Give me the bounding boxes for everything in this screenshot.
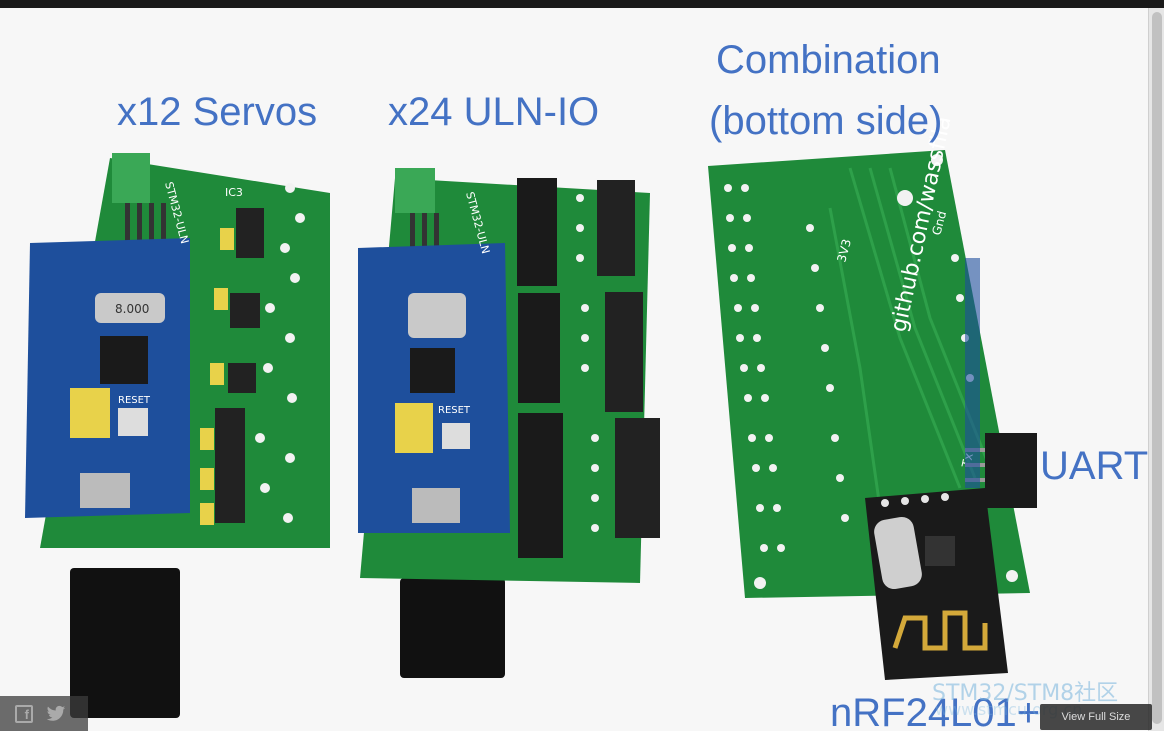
combination-board-pcb [708, 150, 1030, 598]
reset-button [118, 408, 148, 436]
uln-board-connector [400, 578, 505, 678]
view-full-size-button[interactable]: View Full Size [1040, 704, 1152, 730]
nrf-crystal [874, 516, 922, 590]
servo-board-mcu [100, 336, 148, 384]
twitter-icon [46, 705, 66, 721]
ic3-label: IC3 [225, 186, 243, 199]
uln-board-crystal [408, 293, 466, 338]
nrf-chip [925, 536, 955, 566]
caption-servos: x12 Servos [117, 90, 318, 134]
uln-chip-1 [517, 178, 557, 286]
servo-board-crystal [95, 293, 165, 323]
servo-board-terminal [112, 153, 150, 203]
uln-board: RESET STM32-ULN [358, 168, 660, 678]
crystal-label: 8.000 [115, 302, 149, 316]
reset-button-2 [442, 423, 470, 449]
uln-chip-3 [518, 413, 563, 558]
reset-label-1: RESET [118, 395, 151, 406]
photo-three-boards: 8.000 RESET [0, 8, 1148, 731]
uart-header [985, 433, 1037, 508]
caption-combination: Combination [716, 38, 941, 82]
facebook-share-button[interactable]: f [14, 704, 34, 724]
caption-bottom-side: (bottom side) [709, 99, 943, 143]
uln-board-jumpers [395, 403, 433, 453]
uln-board-terminal [395, 168, 435, 213]
boards-illustration: 8.000 RESET [25, 114, 1037, 718]
uln-chip-2 [518, 293, 560, 403]
share-bar: f [0, 696, 88, 731]
scrollbar-thumb[interactable] [1152, 12, 1162, 724]
label-gnd: Gnd [929, 209, 949, 236]
caption-uart: UART [1040, 444, 1148, 488]
reset-label-2: RESET [438, 405, 471, 416]
uln-board-usb [412, 488, 460, 523]
servo-board-jumpers [70, 388, 110, 438]
label-3v3: 3V3 [834, 237, 854, 263]
combination-board: 3V3 Gnd github.com/wassfila Tx [708, 114, 1037, 680]
caption-nrf24l01: nRF24L01+ [830, 691, 1041, 731]
watermark-line-1: STM32/STM8社区 [932, 681, 1119, 706]
nrf-antenna [892, 610, 988, 651]
bluepill-edge [965, 258, 980, 488]
facebook-icon: f [15, 704, 33, 723]
caption-uln-io: x24 ULN-IO [388, 90, 600, 134]
servo-board-usb [80, 473, 130, 508]
servo-board: 8.000 RESET [25, 153, 330, 718]
vertical-scrollbar[interactable] [1148, 8, 1164, 731]
uln-board-mcu [410, 348, 455, 393]
twitter-share-button[interactable] [46, 704, 66, 724]
servo-board-connector [70, 568, 180, 718]
